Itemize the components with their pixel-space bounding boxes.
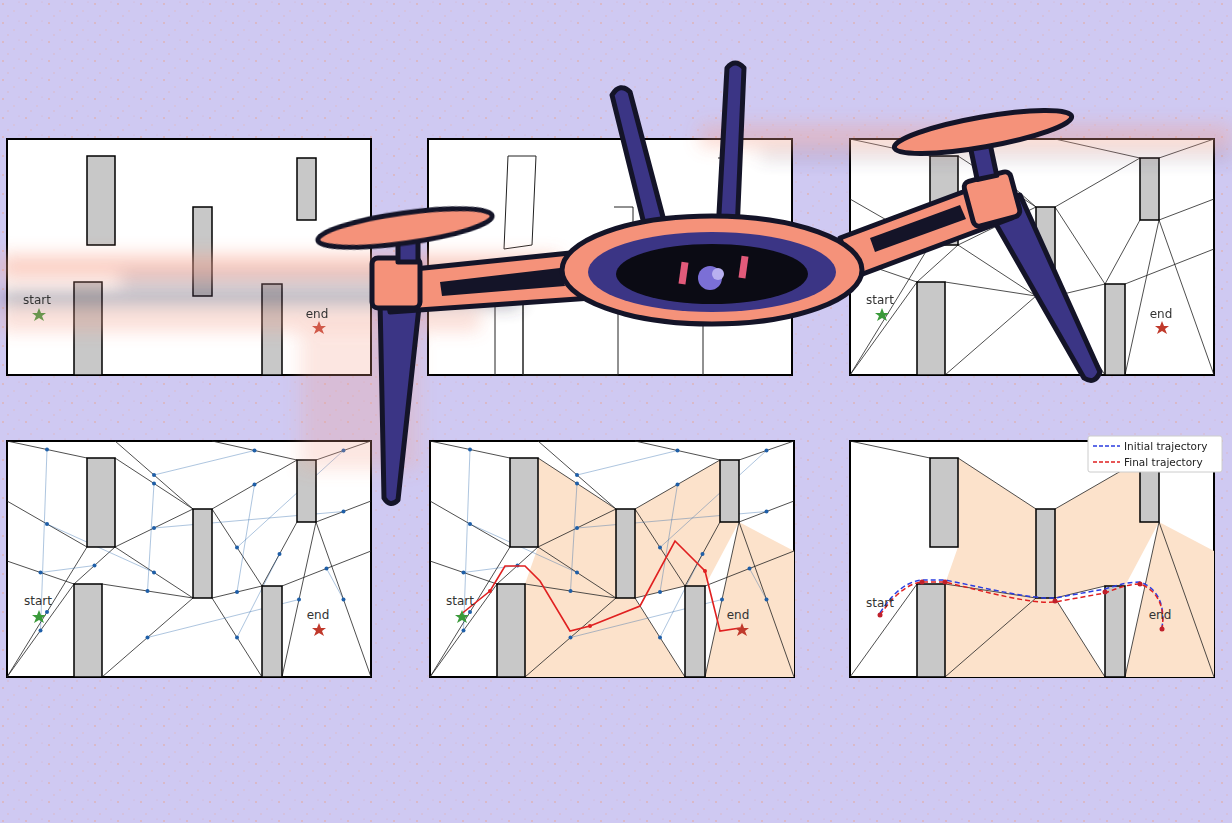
graph-edge — [571, 484, 578, 592]
panel — [7, 441, 371, 677]
legend-line — [1093, 461, 1120, 463]
legend-box — [1088, 436, 1222, 472]
drone — [316, 63, 1100, 504]
point-label: start — [24, 594, 52, 608]
point-label: end — [1149, 608, 1172, 622]
graph-edge — [41, 566, 95, 573]
graph-edge — [660, 451, 767, 548]
point-label: end — [307, 608, 330, 622]
legend-text: Initial trajectory — [1124, 440, 1207, 453]
point-label: start — [446, 594, 474, 608]
point-label: end — [306, 307, 329, 321]
graph-edge — [577, 451, 678, 476]
graph-edge — [660, 485, 678, 593]
graph-edge — [154, 451, 255, 476]
legend-text: Final trajectory — [1124, 456, 1203, 469]
point-label: start — [866, 596, 894, 610]
graph-node-dot — [468, 610, 472, 614]
point-label: start — [866, 293, 894, 307]
point-label: start — [23, 293, 51, 307]
point-label: end — [1150, 307, 1173, 321]
panel — [850, 441, 1214, 677]
legend-line — [1093, 445, 1120, 447]
graph-edge — [148, 484, 155, 592]
panel — [430, 441, 794, 677]
point-label: end — [727, 608, 750, 622]
graph-edge — [237, 485, 255, 593]
graph-edge — [327, 569, 344, 600]
graph-edge — [750, 569, 767, 600]
graph-node-dot — [45, 610, 49, 614]
